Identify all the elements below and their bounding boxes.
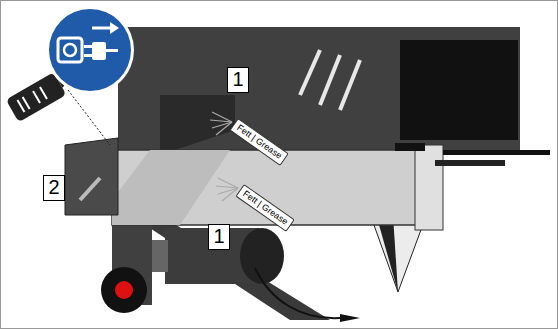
valve-lever [80, 178, 100, 200]
valve-block [65, 138, 118, 215]
power-cable [255, 268, 355, 318]
cylinder-shade [112, 150, 230, 225]
piston-rod [443, 150, 550, 155]
wheel-hub [115, 281, 133, 299]
cylinder-end-cap [415, 145, 443, 230]
stand-leg [130, 215, 330, 320]
wheel [101, 267, 147, 313]
rod-guide [395, 143, 425, 151]
unplug-sign [46, 6, 134, 94]
plate-shadow [160, 95, 235, 150]
back-plate [118, 27, 520, 150]
rail [435, 160, 505, 166]
callout-number: 1 [208, 224, 230, 250]
motor-end [240, 228, 284, 284]
callout-number: 1 [227, 67, 249, 93]
plate-slots [300, 50, 360, 110]
callout-number: 2 [43, 175, 65, 201]
motor-flange [152, 240, 168, 272]
plug [340, 314, 360, 322]
oil-drip [68, 90, 110, 145]
plate-dark [400, 40, 518, 140]
